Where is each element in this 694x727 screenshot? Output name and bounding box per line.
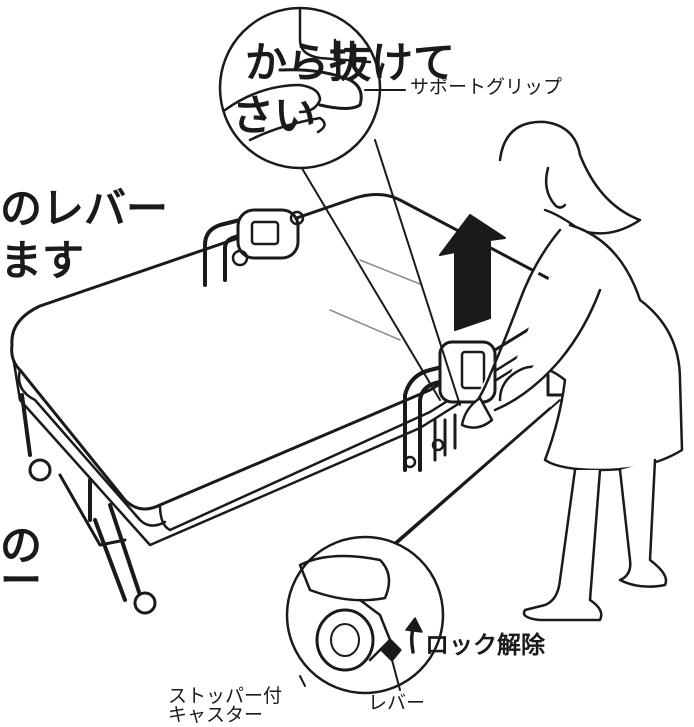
foot-frame: [403, 363, 452, 472]
instruction-line-1: から抜けて: [245, 38, 456, 87]
callout-circle-caster: [285, 535, 445, 695]
instruction-line-6: ー: [0, 556, 43, 605]
lift-up-arrow: [439, 214, 506, 331]
woman-figure: [460, 120, 684, 622]
head-grip-frame: [203, 218, 250, 287]
instruction-line-4: ます: [0, 236, 85, 285]
lever-label: レバー: [368, 692, 426, 714]
instruction-line-5: の: [0, 521, 43, 570]
lever-label-leader: [391, 659, 401, 691]
support-grip-label: サポートグリップ: [410, 76, 563, 98]
zoom-caster-detail: [298, 554, 402, 672]
callout-leader-bottom: [374, 399, 561, 561]
zoom-grip-detail: [223, 8, 372, 142]
callout-leader-top: [299, 139, 461, 406]
caster-label-line-2: キャスター: [168, 704, 264, 726]
caster-label-leader: [299, 675, 306, 687]
caster-label-line-1: ストッパー付: [168, 685, 283, 707]
callout-circle-grip: [218, 6, 382, 170]
head-grip-handle: [236, 208, 300, 260]
instruction-line-3: のレバー: [0, 184, 169, 233]
lock-release-label: ロック解除: [425, 631, 545, 659]
bed-leg-left: [20, 393, 142, 602]
instruction-line-2: さい: [232, 91, 317, 140]
